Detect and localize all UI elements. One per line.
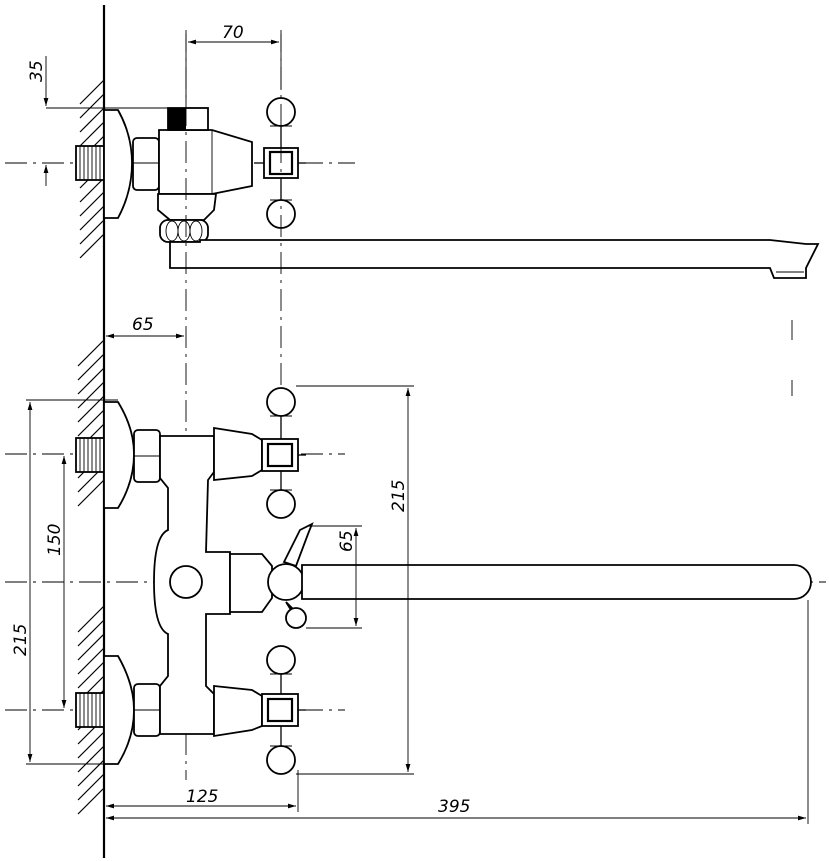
dim-label-395: 395 <box>438 797 470 817</box>
dim-label-215-handles: 215 <box>389 480 409 512</box>
dim-label-215-inlets: 215 <box>11 624 31 656</box>
dim-label-65-lever: 65 <box>337 530 357 552</box>
spout-swivel <box>267 563 305 601</box>
side-cross-handle <box>254 97 306 229</box>
diverter-knob <box>285 607 307 629</box>
lower-valve-bonnet <box>213 685 263 738</box>
mixer-center-boss <box>169 565 203 599</box>
side-hex-nut <box>132 137 160 191</box>
side-top-cap <box>167 107 209 131</box>
upper-valve-bonnet <box>213 426 263 481</box>
side-spout <box>169 239 820 279</box>
front-spout <box>301 564 812 600</box>
dim-label-70: 70 <box>222 23 244 43</box>
lower-cross-handle <box>261 645 306 775</box>
upper-inlet-thread <box>75 437 105 473</box>
side-lower-body <box>157 193 218 221</box>
upper-cross-handle <box>261 387 306 519</box>
dim-label-125: 125 <box>186 787 218 807</box>
side-inlet-thread <box>75 145 105 181</box>
dimensions: 70 35 65 215 65 150 215 125 39 <box>11 23 809 824</box>
dim-label-150: 150 <box>45 524 65 556</box>
side-swivel-nut <box>159 219 209 243</box>
lower-inlet-thread <box>75 692 105 728</box>
diverter-housing <box>229 553 273 613</box>
side-valve-body <box>158 129 253 195</box>
upper-wall-flange <box>103 401 135 509</box>
wall-hatch-upper <box>77 339 105 507</box>
side-view <box>5 30 820 780</box>
dim-label-65-wall: 65 <box>132 315 154 335</box>
diverter-lever <box>282 522 314 568</box>
wall <box>77 5 106 858</box>
front-view <box>5 387 826 775</box>
side-wall-flange <box>103 109 133 219</box>
dim-label-35: 35 <box>27 60 47 82</box>
lower-wall-flange <box>103 655 135 765</box>
